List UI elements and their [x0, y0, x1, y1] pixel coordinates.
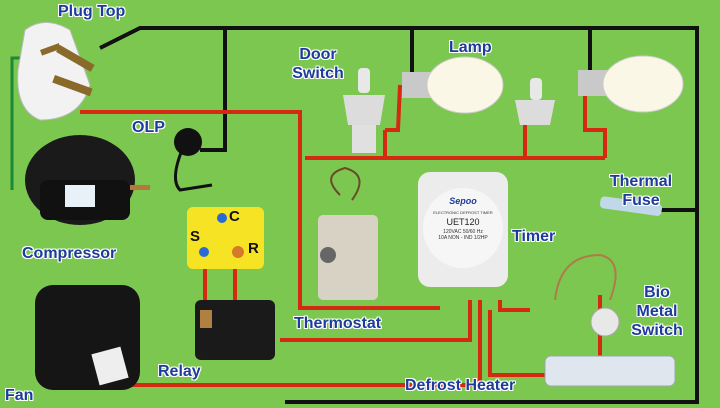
wire-relay-thermostat — [280, 300, 472, 342]
door-switch-icon-2 — [515, 78, 555, 125]
wire-fan — [120, 300, 482, 387]
timer-subtitle: ELECTRONIC DEFROST TIMER — [433, 210, 493, 215]
plug-top-icon — [17, 22, 95, 121]
label-bio-metal-switch: Bio Metal Switch — [631, 284, 683, 339]
timer-model: UET120 — [446, 217, 480, 227]
door-switch-icon — [343, 68, 385, 153]
wire-neutral-main — [99, 26, 699, 404]
label-timer: Timer — [512, 228, 556, 245]
label-plug-top: Plug Top — [58, 3, 126, 20]
wire-lamp1 — [385, 84, 402, 132]
timer-icon — [418, 172, 508, 287]
fan-motor-icon — [35, 285, 140, 390]
label-thermal-fuse: Thermal Fuse — [609, 173, 673, 209]
wire-timer-bio — [498, 300, 530, 312]
label-olp: OLP — [132, 119, 165, 136]
timer-brand: Sepoo — [449, 196, 477, 206]
relay-terminal-board — [187, 207, 264, 269]
relay-terminal-r-label: R — [248, 240, 259, 257]
timer-rating-1: 120VAC 50/60 Hz — [443, 229, 483, 235]
label-door-switch: Door Switch — [292, 46, 344, 82]
relay-terminal-c-label: C — [229, 208, 240, 225]
label-lamp: Lamp — [449, 39, 492, 56]
neutral-wires — [99, 26, 699, 404]
lamp-icon — [402, 56, 504, 114]
lamp-icon-2 — [578, 55, 684, 113]
relay-terminal-s-label: S — [190, 228, 201, 245]
label-fan: Fan — [5, 387, 34, 404]
terminal-r — [232, 246, 244, 258]
defrost-heater-icon — [544, 355, 676, 387]
terminal-s — [199, 247, 209, 257]
thermal-fuse-icon — [599, 196, 663, 216]
timer-rating-2: 10A NON - IND 1/2HP — [438, 235, 488, 241]
wire-lamp2 — [583, 88, 607, 158]
wire-live-main — [80, 110, 440, 310]
bio-metal-switch-icon — [554, 253, 620, 337]
olp-icon — [174, 128, 213, 192]
relay-icon — [195, 300, 275, 360]
label-thermostat: Thermostat — [294, 315, 382, 332]
label-compressor: Compressor — [22, 245, 117, 262]
compressor-icon — [25, 135, 150, 225]
wire-heater — [488, 310, 545, 377]
wire-neutral-olp — [200, 28, 227, 152]
label-relay: Relay — [158, 363, 201, 380]
thermostat-icon — [318, 166, 378, 300]
terminal-c — [217, 213, 227, 223]
label-defrost-heater: Defrost Heater — [405, 377, 516, 394]
